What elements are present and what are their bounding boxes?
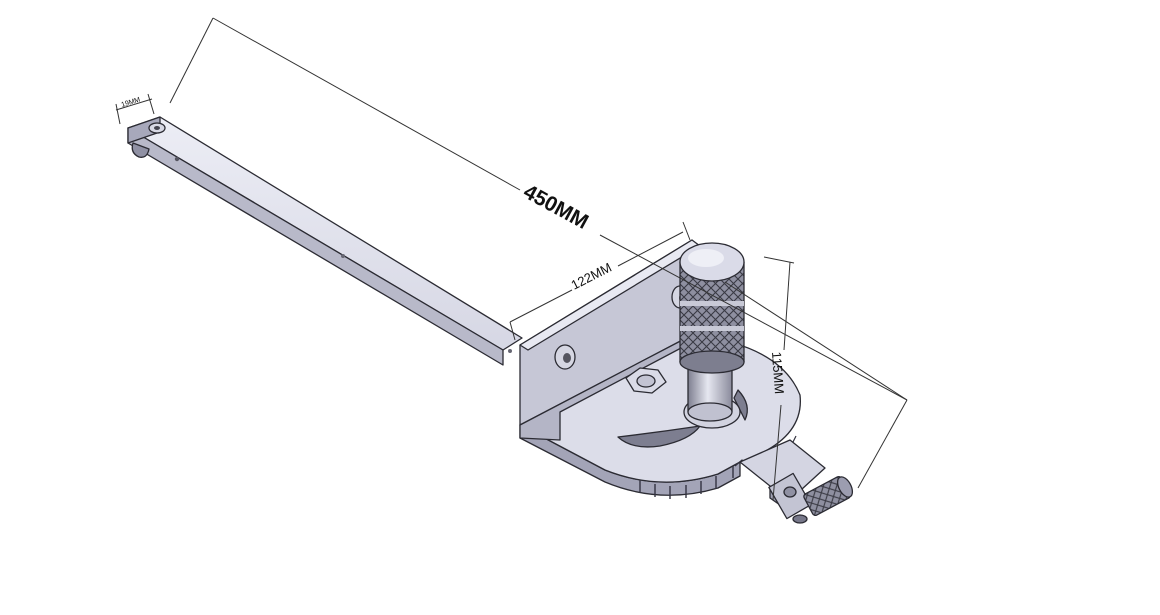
miter-bar — [127, 116, 523, 366]
bar-side-face — [127, 127, 504, 366]
dim-450-line-b — [599, 234, 908, 401]
dim-19-ext-right — [147, 93, 155, 115]
bar-end-screw-hole-icon — [154, 126, 160, 130]
dim-label-115: 115MM — [769, 351, 787, 394]
knob-top-highlight — [688, 249, 724, 267]
stop-foot-icon — [792, 514, 808, 524]
dim-122-ext-left — [509, 321, 516, 341]
knob-assembly — [679, 242, 745, 429]
dim-115-ext-top — [763, 256, 795, 264]
dim-19-line — [115, 98, 153, 111]
post-bottom — [687, 402, 733, 422]
bar-hole-3 — [508, 349, 512, 353]
knob-groove-1 — [680, 301, 744, 306]
dim-label-19: 19MM — [121, 96, 142, 108]
dim-115-line-a — [783, 261, 791, 351]
dimension-lines — [115, 17, 908, 501]
bar-hole-2 — [341, 254, 345, 258]
knob-groove-2 — [680, 326, 744, 331]
arc-slot — [617, 425, 701, 448]
fence-bracket — [519, 239, 701, 441]
bar-hole-1 — [174, 156, 180, 162]
dim-450-ext-right — [857, 399, 908, 489]
fence-bolt-left-socket-icon — [563, 353, 571, 363]
dim-label-450: 450MM — [520, 180, 593, 234]
stop-arm-top — [739, 439, 826, 501]
hex-nut-icon — [625, 367, 667, 394]
dim-450-line-a — [212, 17, 521, 191]
bar-top-face — [127, 116, 523, 351]
rim-teeth — [639, 466, 734, 499]
dim-122-ext-right — [682, 221, 691, 241]
dim-450-ref — [724, 281, 908, 401]
dim-122-line-a — [509, 289, 573, 323]
thumb-screw-end — [836, 476, 854, 498]
stop-arm — [739, 439, 854, 524]
dim-19-ext-left — [115, 103, 121, 125]
dim-450-ext-left — [169, 17, 214, 104]
stop-screw-icon — [783, 486, 797, 498]
knob-bottom — [679, 350, 745, 374]
dim-115-line-b — [772, 404, 782, 501]
dim-label-122: 122MM — [569, 260, 614, 293]
bar-end-roller — [131, 142, 150, 158]
dim-122-line-b — [617, 231, 684, 267]
